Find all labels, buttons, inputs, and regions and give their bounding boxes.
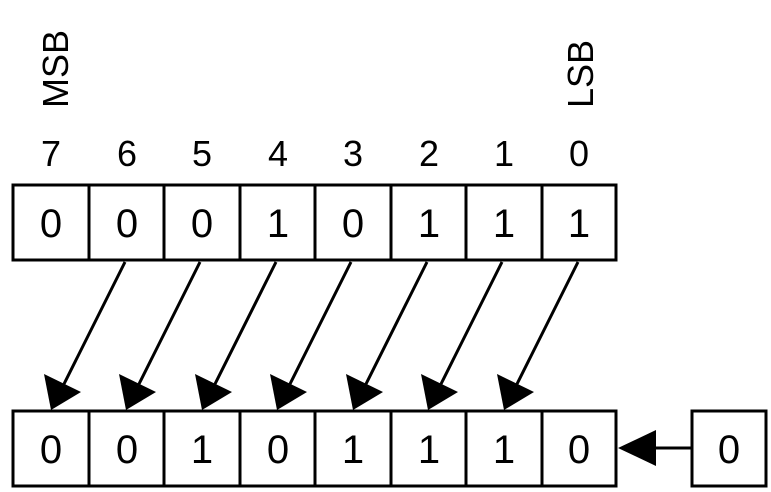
bit-index-row: 7 6 5 4 3 2 1 0 bbox=[41, 133, 589, 174]
input-register: 0 0 0 1 0 1 1 1 bbox=[11, 183, 618, 262]
output-bit-value: 1 bbox=[191, 428, 213, 472]
output-bit-value: 0 bbox=[40, 428, 62, 472]
bit-index: 7 bbox=[41, 133, 61, 174]
input-bit-value: 0 bbox=[342, 202, 364, 246]
shift-arrows bbox=[44, 261, 580, 410]
input-bit-value: 1 bbox=[267, 202, 289, 246]
arrow-head bbox=[346, 374, 383, 410]
bit-index: 6 bbox=[117, 133, 137, 174]
input-bit-value: 1 bbox=[493, 202, 515, 246]
shift-arrow bbox=[364, 261, 429, 385]
bit-index: 0 bbox=[569, 133, 589, 174]
output-bit-value: 1 bbox=[342, 428, 364, 472]
arrow-head bbox=[44, 374, 81, 410]
bit-index: 3 bbox=[343, 133, 363, 174]
input-bit-value: 1 bbox=[418, 202, 440, 246]
output-bit-cell bbox=[11, 409, 91, 488]
input-bit-cell bbox=[11, 183, 91, 262]
arrow-head bbox=[421, 374, 458, 410]
input-bit-value: 0 bbox=[40, 202, 62, 246]
arrow-head bbox=[270, 374, 307, 410]
output-bit-cell bbox=[87, 409, 166, 488]
lsb-label: LSB bbox=[560, 40, 601, 108]
input-bit-value: 0 bbox=[116, 202, 138, 246]
input-bit-cell bbox=[540, 183, 618, 262]
msb-label: MSB bbox=[35, 30, 76, 108]
shift-in-bit-value: 0 bbox=[718, 428, 740, 472]
arrow-head bbox=[497, 374, 534, 410]
bit-index: 2 bbox=[419, 133, 439, 174]
shift-arrow bbox=[288, 261, 353, 385]
output-bit-cell bbox=[313, 409, 393, 488]
bit-index: 4 bbox=[268, 133, 288, 174]
arrow-head bbox=[195, 374, 232, 410]
output-bit-value: 0 bbox=[568, 428, 590, 472]
input-bit-cell bbox=[313, 183, 393, 262]
output-bit-cell bbox=[540, 409, 618, 488]
shift-arrow bbox=[213, 261, 278, 385]
output-bit-cell bbox=[389, 409, 468, 488]
input-bit-value: 1 bbox=[568, 202, 590, 246]
output-register: 0 0 1 0 1 1 1 0 bbox=[11, 409, 618, 488]
arrow-head bbox=[618, 430, 656, 466]
input-bit-cell bbox=[464, 183, 544, 262]
output-bit-cell bbox=[238, 409, 317, 488]
shift-arrow bbox=[62, 261, 127, 385]
bit-index: 1 bbox=[494, 133, 514, 174]
shift-arrow bbox=[137, 261, 202, 385]
shift-arrow bbox=[439, 261, 504, 385]
input-bit-value: 0 bbox=[191, 202, 213, 246]
shift-in: 0 bbox=[618, 409, 768, 488]
input-bit-cell bbox=[87, 183, 166, 262]
output-bit-value: 0 bbox=[116, 428, 138, 472]
output-bit-value: 0 bbox=[267, 428, 289, 472]
output-bit-value: 1 bbox=[418, 428, 440, 472]
shift-arrow bbox=[515, 261, 580, 385]
output-bit-value: 1 bbox=[493, 428, 515, 472]
input-bit-cell bbox=[162, 183, 242, 262]
arrow-head bbox=[119, 374, 156, 410]
input-bit-cell bbox=[389, 183, 468, 262]
bit-index: 5 bbox=[192, 133, 212, 174]
